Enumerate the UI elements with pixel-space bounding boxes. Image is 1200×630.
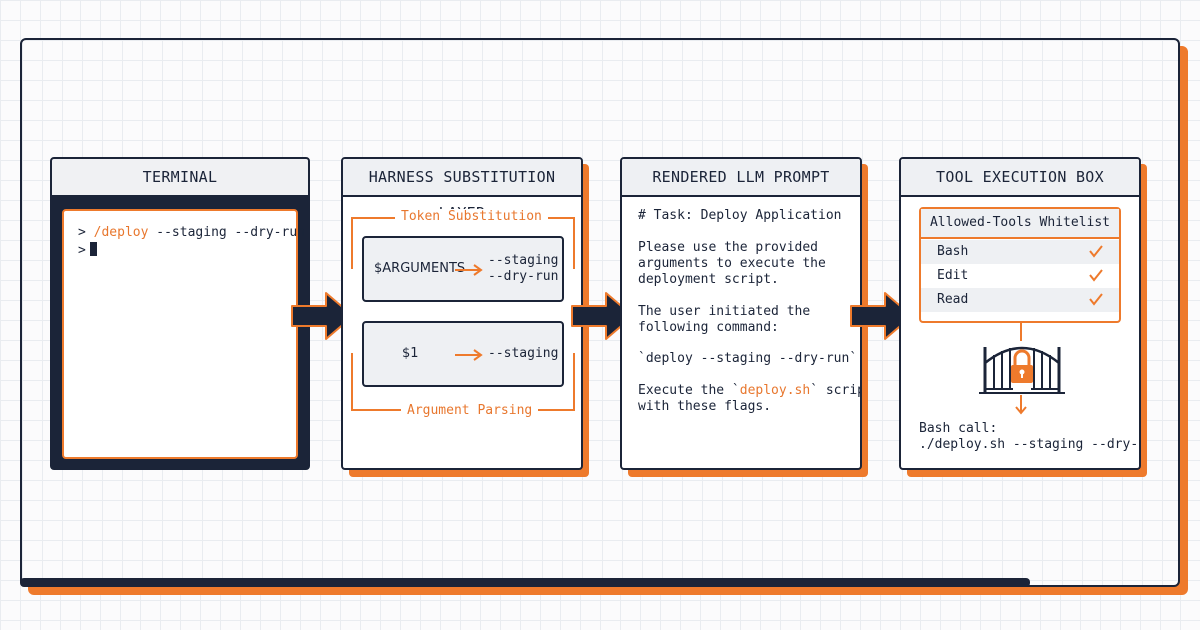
prompt-panel: RENDERED LLM PROMPT # Task: Deploy Appli…: [620, 157, 862, 470]
prompt-paragraph-line: The user initiated the: [638, 304, 811, 319]
prompt-paragraph-line: with these flags.: [638, 399, 772, 414]
whitelist-item-label: Edit: [937, 268, 969, 283]
terminal-line-2: >: [78, 242, 97, 258]
prompt-paragraph-line: arguments to execute the: [638, 256, 826, 271]
token-value-line-2: --dry-run: [488, 269, 559, 284]
right-arrow-icon: [455, 264, 483, 276]
whitelist-title: Allowed-Tools Whitelist: [921, 209, 1119, 239]
terminal-screen[interactable]: > /deploy --staging --dry-run >: [62, 209, 305, 459]
argument-parsing-label: Argument Parsing: [401, 403, 539, 418]
whitelist-item-label: Read: [937, 292, 969, 307]
argument-value: --staging: [488, 346, 559, 361]
prompt-title: RENDERED LLM PROMPT: [622, 159, 860, 197]
whitelist-item-edit: Edit: [921, 264, 1119, 288]
gate-icon: [979, 346, 1065, 394]
prompt-paragraph-line: Please use the provided: [638, 240, 819, 255]
terminal-args: --staging --dry-run: [148, 225, 305, 240]
whitelist-item-bash: Bash: [921, 240, 1119, 264]
allowed-tools-whitelist: Allowed-Tools Whitelist Bash Edit Read: [919, 207, 1121, 323]
harness-title: HARNESS SUBSTITUTION LAYER: [343, 159, 581, 222]
token-value-line-1: --staging: [488, 253, 559, 268]
prompt-execute-prefix: Execute the `: [638, 383, 740, 398]
bash-call-command: ./deploy.sh --staging --dry-run: [919, 437, 1141, 452]
right-arrow-icon: [571, 292, 634, 340]
terminal-panel: TERMINAL > /deploy --staging --dry-run >: [50, 157, 310, 470]
prompt-heading: # Task: Deploy Application: [638, 208, 842, 223]
check-icon: [1089, 269, 1103, 282]
prompt-script-name: deploy.sh: [739, 383, 811, 398]
harness-panel: HARNESS SUBSTITUTION LAYER Token Substit…: [341, 157, 583, 470]
whitelist-item-read: Read: [921, 288, 1119, 312]
right-arrow-icon: [850, 292, 913, 340]
terminal-line-1: > /deploy --staging --dry-run: [78, 225, 305, 240]
horizontal-scrollbar[interactable]: [20, 578, 1030, 587]
tool-title: TOOL EXECUTION BOX: [901, 159, 1139, 197]
terminal-title: TERMINAL: [52, 159, 308, 197]
argument-key: $1: [402, 346, 419, 361]
prompt-execute-line: Execute the `deploy.sh` script: [638, 383, 860, 399]
tool-panel: TOOL EXECUTION BOX Allowed-Tools Whiteli…: [899, 157, 1141, 470]
token-substitution-row: $ARGUMENTS --staging --dry-run: [362, 236, 564, 302]
prompt-execute-suffix: ` script: [810, 383, 860, 398]
check-icon: [1089, 245, 1103, 258]
prompt-paragraph-line: deployment script.: [638, 272, 779, 287]
whitelist-item-label: Bash: [937, 244, 969, 259]
token-key: $ARGUMENTS: [374, 261, 466, 276]
terminal-command: /deploy: [93, 225, 149, 240]
connector-line: [1020, 323, 1022, 341]
bash-call-label: Bash call:: [919, 421, 998, 436]
prompt-paragraph-line: following command:: [638, 320, 779, 335]
terminal-prompt-symbol: >: [78, 243, 86, 258]
prompt-command: `deploy --staging --dry-run`: [638, 351, 858, 366]
right-arrow-icon: [455, 349, 483, 361]
argument-parsing-row: $1 --staging: [362, 321, 564, 387]
terminal-cursor: [89, 242, 97, 256]
padlock-icon: [1011, 349, 1033, 383]
terminal-prompt-symbol: >: [78, 225, 94, 240]
right-arrow-icon: [291, 292, 354, 340]
token-substitution-label: Token Substitution: [395, 209, 548, 224]
check-icon: [1089, 293, 1103, 306]
down-arrow-icon: [1015, 395, 1027, 415]
